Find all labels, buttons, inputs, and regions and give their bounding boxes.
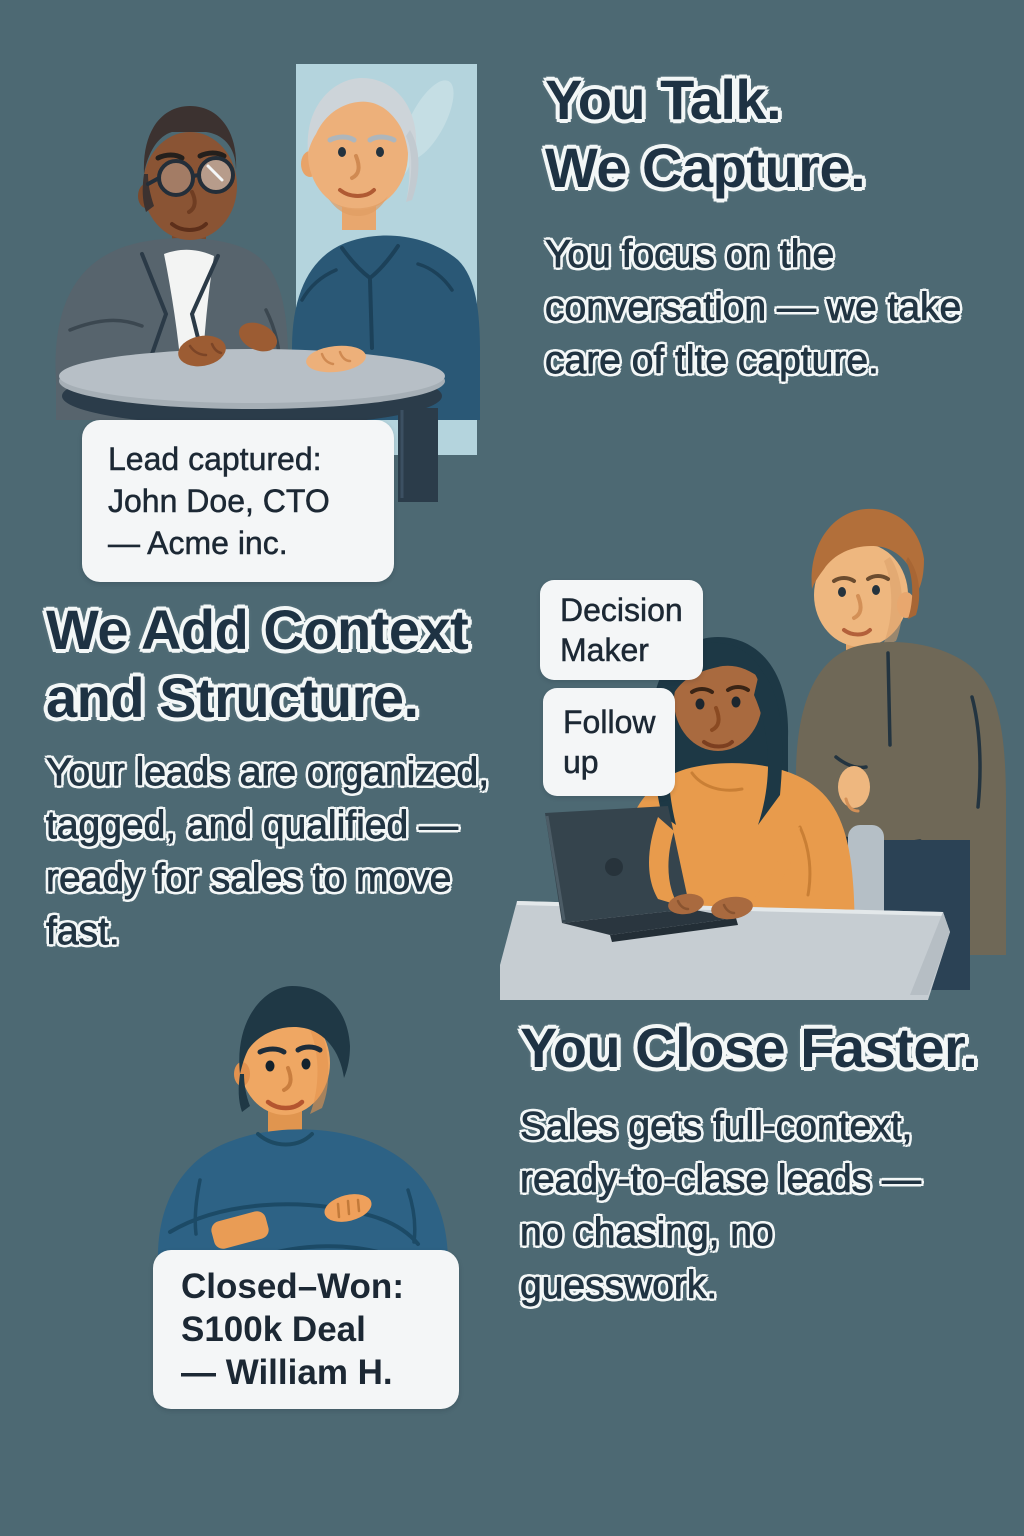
tag-line: Maker — [560, 632, 649, 669]
body-line: Your leads are organized, — [46, 751, 490, 795]
body-line: conversation — we take — [545, 286, 962, 330]
body-line: ready for sales to move — [46, 857, 452, 901]
card-line: S100k Deal — [181, 1310, 366, 1349]
section-heading-talk-capture: You Talk. We Capture. — [545, 66, 866, 202]
tag-line: up — [563, 744, 599, 781]
card-line: — Acme inc. — [108, 525, 288, 562]
body-line: tagged, and qualified — — [46, 804, 459, 848]
section-body-close-faster: Sales gets full-context, ready-to-clase … — [520, 1100, 922, 1312]
heading-line: We Add Context — [46, 598, 469, 661]
body-line: Sales gets full-context, — [520, 1105, 913, 1149]
closed-won-card: Closed–Won: S100k Deal — William H. — [153, 1250, 459, 1409]
body-line: care of tlte capture. — [545, 339, 880, 383]
person-arms-crossed — [158, 986, 448, 1293]
card-line: — William H. — [181, 1353, 393, 1392]
section-heading-add-context: We Add Context and Structure. — [46, 596, 469, 732]
laptop-coaching-illustration — [500, 508, 1006, 1000]
body-line: fast. — [46, 910, 121, 954]
body-line: guesswork. — [520, 1264, 718, 1308]
card-line: Closed–Won: — [181, 1267, 404, 1306]
lead-captured-card: Lead captured: John Doe, CTO — Acme inc. — [82, 420, 394, 582]
body-line: You focus on the — [545, 233, 835, 277]
tag-decision-maker: Decision Maker — [540, 580, 703, 680]
hands — [178, 322, 366, 373]
heading-line: You Close Faster. — [520, 1016, 978, 1079]
meeting-illustration — [55, 64, 480, 502]
card-line: John Doe, CTO — [108, 483, 330, 520]
typing-hands — [649, 817, 800, 920]
body-line: ready-to-clase leads — — [520, 1158, 922, 1202]
closed-won-illustration — [158, 986, 448, 1293]
laptop-logo — [605, 858, 623, 876]
heading-line: You Talk. — [545, 68, 782, 131]
section-body-talk-capture: You focus on the conversation — we take … — [545, 228, 962, 387]
body-line: no chasing, no — [520, 1211, 775, 1255]
section-heading-close-faster: You Close Faster. — [520, 1014, 978, 1082]
tag-line: Decision — [560, 592, 683, 629]
heading-line: We Capture. — [545, 136, 866, 199]
tag-follow-up: Follow up — [543, 688, 676, 796]
tag-line: Follow — [563, 704, 656, 741]
card-line: Lead captured: — [108, 441, 322, 478]
section-body-add-context: Your leads are organized, tagged, and qu… — [46, 746, 490, 958]
heading-line: and Structure. — [46, 666, 419, 729]
